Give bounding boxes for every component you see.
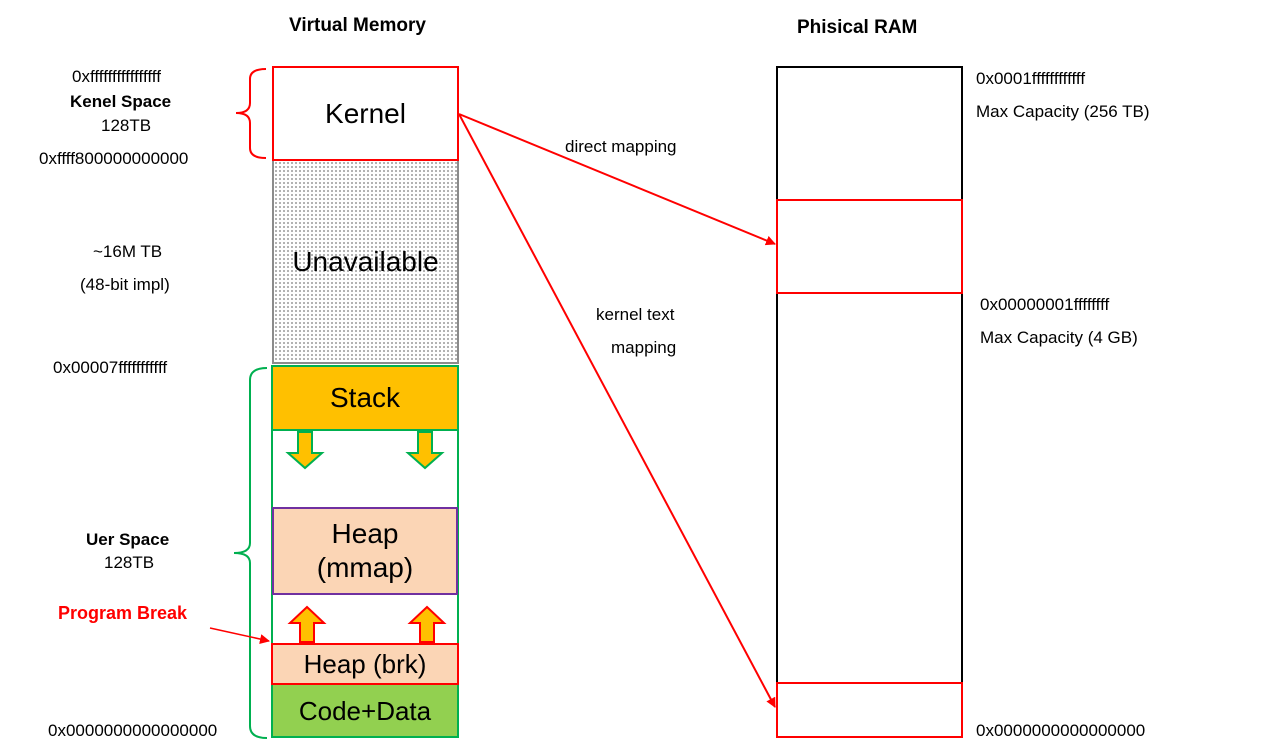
kernel-text-mapping-label-line2: mapping xyxy=(611,338,677,357)
unavailable-segment-label: Unavailable xyxy=(292,245,439,277)
stack-growth-arrow-right xyxy=(405,431,445,470)
ram-kernel-text-region xyxy=(776,682,963,738)
stack-segment: Stack xyxy=(271,365,459,431)
unavailable-size: ~16M TB xyxy=(93,242,163,261)
heap-mmap-label-line2: (mmap) xyxy=(316,552,414,583)
unavailable-note: (48-bit impl) xyxy=(80,275,170,294)
heap-brk-segment: Heap (brk) xyxy=(271,643,459,685)
direct-mapping-label: direct mapping xyxy=(565,137,677,156)
kernel-segment-label: Kernel xyxy=(325,97,406,129)
kernel-top-address: 0xffffffffffffffff xyxy=(72,67,161,86)
user-space-brace xyxy=(233,367,268,739)
kernel-space-label: Kenel Space xyxy=(70,92,172,111)
ram-direct-map-region xyxy=(776,199,963,294)
ram-top-capacity: Max Capacity (256 TB) xyxy=(976,102,1150,121)
code-data-label: Code+Data xyxy=(298,695,432,726)
code-data-segment: Code+Data xyxy=(271,685,459,738)
ram-top-address: 0x0001ffffffffffff xyxy=(976,69,1086,88)
program-break-label: Program Break xyxy=(58,603,188,623)
direct-mapping-arrow xyxy=(458,113,776,246)
ram-bottom-address: 0x0000000000000000 xyxy=(976,721,1146,740)
kernel-space-size: 128TB xyxy=(101,116,152,135)
user-space-label: Uer Space xyxy=(86,530,170,549)
unavailable-segment: Unavailable xyxy=(272,161,459,364)
kernel-space-brace xyxy=(235,68,267,159)
kernel-text-mapping-label-line1: kernel text xyxy=(596,305,675,324)
stack-growth-arrow-left xyxy=(285,431,325,470)
kernel-segment: Kernel xyxy=(272,66,459,161)
heap-brk-label: Heap (brk) xyxy=(303,649,427,679)
ram-mid-address: 0x00000001ffffffff xyxy=(980,295,1110,314)
heap-growth-arrow-right xyxy=(407,605,447,643)
heap-mmap-segment: Heap (mmap) xyxy=(272,507,458,595)
virtual-memory-title: Virtual Memory xyxy=(289,15,426,36)
physical-ram-title: Phisical RAM xyxy=(797,17,918,38)
user-top-address: 0x00007fffffffffff xyxy=(53,358,168,377)
heap-growth-arrow-left xyxy=(287,605,327,643)
kernel-bottom-address: 0xffff800000000000 xyxy=(39,149,189,168)
user-space-size: 128TB xyxy=(104,553,155,572)
program-break-arrow xyxy=(209,627,270,644)
heap-mmap-label-line1: Heap xyxy=(331,518,399,549)
user-bottom-address: 0x0000000000000000 xyxy=(48,721,218,740)
stack-segment-label: Stack xyxy=(329,382,401,413)
ram-mid-capacity: Max Capacity (4 GB) xyxy=(980,328,1138,347)
kernel-text-mapping-arrow xyxy=(458,113,776,708)
